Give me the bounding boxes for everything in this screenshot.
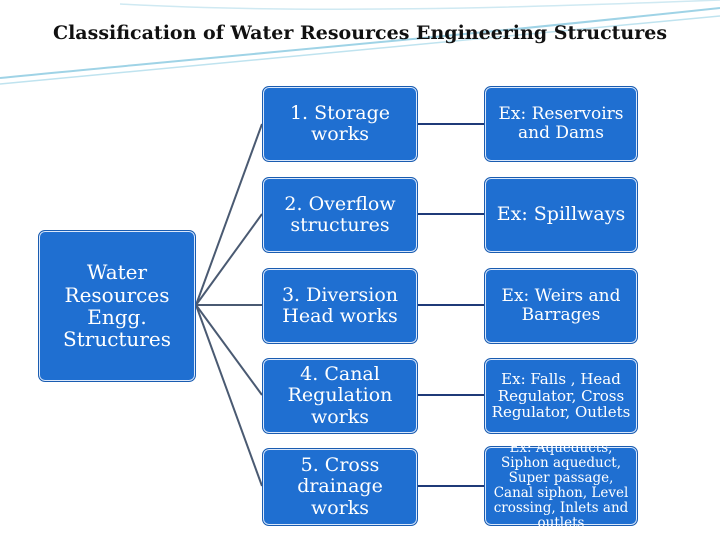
category-node-storage: 1. Storage works xyxy=(262,86,418,162)
branch-lines xyxy=(196,124,262,486)
example-node-storage: Ex: Reservoirs and Dams xyxy=(484,86,638,162)
branch-line-1 xyxy=(196,124,262,305)
branch-line-2 xyxy=(196,214,262,305)
category-node-cross-drainage: 5. Cross drainage works xyxy=(262,448,418,526)
example-node-overflow: Ex: Spillways xyxy=(484,177,638,253)
example-node-canal-regulation: Ex: Falls , Head Regulator, Cross Regula… xyxy=(484,358,638,434)
branch-line-5 xyxy=(196,305,262,486)
example-node-diversion: Ex: Weirs and Barrages xyxy=(484,268,638,344)
category-node-diversion: 3. Diversion Head works xyxy=(262,268,418,344)
example-links xyxy=(418,124,484,486)
category-node-overflow: 2. Overflow structures xyxy=(262,177,418,253)
example-node-cross-drainage: Ex: Aqueducts, Siphon aqueduct, Super pa… xyxy=(484,446,638,526)
category-node-canal-regulation: 4. Canal Regulation works xyxy=(262,358,418,434)
root-node: Water Resources Engg. Structures xyxy=(38,230,196,382)
branch-line-4 xyxy=(196,305,262,395)
